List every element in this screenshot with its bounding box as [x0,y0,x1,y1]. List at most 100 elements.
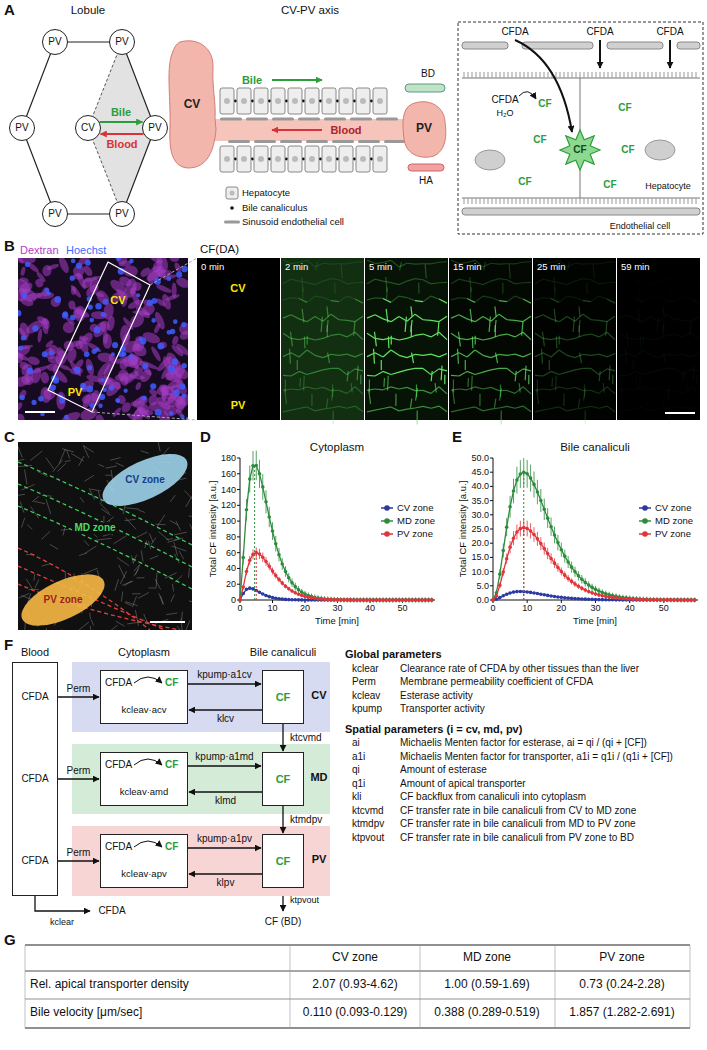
drawing-line [491,387,499,390]
drawing-circle [368,598,372,602]
drawing-circle [404,598,408,602]
drawing-circle [628,598,632,602]
drawing-path [515,40,572,132]
drawing-rect [533,258,616,420]
drawing-circle [264,594,268,598]
drawing-line [491,354,499,357]
drawing-line [25,469,27,484]
drawing-line [425,264,426,278]
drawing-ellipse [106,315,116,331]
drawing-line [150,621,185,623]
drawing-line [676,198,677,204]
drawing-line [423,406,431,408]
drawing-line [668,72,669,78]
drawing-line [632,198,633,204]
drawing-line [417,410,418,424]
drawing-line [367,375,375,377]
drawing-line [290,945,291,1028]
drawing-rect [533,258,616,420]
drawing-line [567,296,575,297]
drawing-circle [124,389,128,393]
drawing-circle [404,598,408,602]
drawing-circle [365,598,369,602]
drawing-circle [566,596,570,600]
drawing-circle [339,598,343,602]
drawing-circle [172,358,179,365]
drawing-circle [261,555,265,559]
drawing-circle [522,470,526,474]
drawing-circle [290,589,294,593]
drawing-line [240,458,241,600]
drawing-ellipse [47,363,58,371]
drawing-line [431,371,432,381]
drawing-line [339,406,347,408]
drawing-circle [669,598,673,602]
drawing-circle [378,598,382,602]
drawing-line [431,406,439,408]
drawing-circle [181,322,186,327]
drawing-circle [339,598,343,602]
drawing-circle [553,595,557,599]
drawing-ellipse [111,406,122,417]
drawing-circle [19,395,24,400]
drawing-line [355,369,363,371]
drawing-rect [271,146,285,172]
drawing-line [110,625,118,630]
drawing-circle [536,592,540,596]
drawing-circle [370,100,373,103]
drawing-circle [628,596,632,600]
drawing-line [105,475,111,476]
drawing-line [523,316,531,321]
drawing-line [593,264,594,278]
drawing-line [528,198,529,204]
drawing-line [451,375,459,377]
drawing-rect [288,88,302,114]
drawing-circle [275,156,281,162]
legend-swatch [224,221,240,224]
drawing-line [543,409,551,411]
drawing-line [307,407,315,411]
drawing-line [331,314,339,320]
drawing-line [667,368,675,369]
drawing-line [551,387,559,390]
drawing-line [499,334,507,335]
drawing-circle [583,581,587,585]
drawing-ellipse [129,286,137,295]
drawing-line [90,626,91,630]
drawing-circle [271,569,275,573]
drawing-line [599,296,607,299]
drawing-circle [42,351,48,357]
drawing-circle [368,598,372,602]
drawing-line [283,279,291,284]
drawing-line [483,281,491,285]
drawing-line [520,72,521,78]
drawing-line [576,72,577,78]
drawing-line [405,317,406,332]
drawing-ellipse [86,374,103,384]
drawing-line [635,350,643,357]
drawing-line [551,350,559,357]
drawing-line [584,198,585,204]
drawing-line [59,449,65,464]
drawing-circle [309,98,315,104]
drawing-line [160,596,163,605]
drawing-line [415,301,423,302]
drawing-line [535,279,543,284]
drawing-line [307,350,315,355]
drawing-line [551,281,559,283]
drawing-circle [388,598,392,602]
drawing-circle [532,483,536,487]
drawing-line [489,317,490,332]
drawing-line [237,536,240,537]
drawing-circle [345,598,349,602]
drawing-rect [677,42,700,49]
drawing-ellipse [70,367,83,375]
drawing-ellipse [20,266,26,276]
drawing-circle [147,300,153,306]
drawing-line [78,622,89,630]
drawing-line [19,593,30,598]
drawing-line [643,296,651,302]
drawing-line [492,198,493,204]
drawing-circle [491,598,495,602]
